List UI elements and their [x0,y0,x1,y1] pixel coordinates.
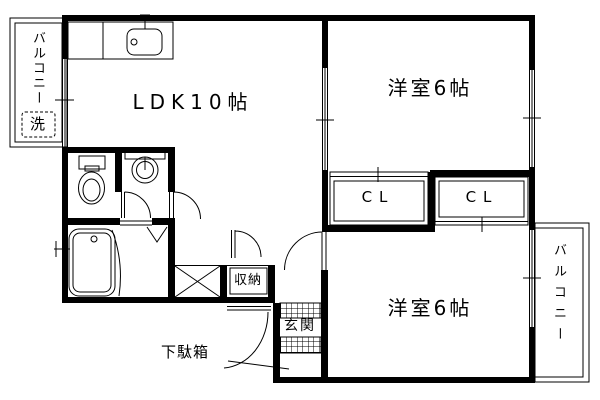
closet-top-box [329,171,429,226]
washer-space-icon [21,111,56,138]
faucet-icon [140,14,150,29]
label-shoe-cabinet: 下駄箱 [161,343,210,361]
toilet-icon [78,155,106,205]
label-balcony-right: バルコニー [551,243,566,348]
balcony-right-inner [534,227,584,378]
room-label-ldk: LDK10帖 [132,90,254,114]
label-entrance: 玄関 [284,318,316,334]
room-label-bedroom-top: 洋室6帖 [387,76,473,100]
storage-door-arc [231,230,262,258]
shoe-cabinet-leader-line [227,360,290,370]
toilet-door-arc [121,191,151,219]
label-closet-bottom: CL [465,188,499,206]
bedroom-bottom-door-arc [284,231,327,271]
label-storage: 収納 [233,273,262,288]
closet-bottom-box [434,176,529,226]
balcony-left-outline [9,17,68,148]
kitchen-counter-icon [67,14,174,60]
kitchen-sink-icon [126,28,163,56]
storage-box [227,265,268,295]
bedroom-top-right-window-icon [523,70,541,167]
balcony-outlines [9,17,590,383]
label-closet-top: CL [361,188,395,206]
bathroom-window-icon [54,241,70,257]
label-washer: 洗 [30,115,46,133]
ldk-balcony-window-icon [55,57,74,147]
washbasin-icon [124,149,166,184]
front-door-arc [223,306,271,369]
walls [62,15,535,383]
bedroom-bottom-window-icon [523,230,541,327]
washroom-door-arc [169,191,201,220]
bathroom-folding-door-icon [120,220,168,243]
room-label-bedroom-bottom: 洋室6帖 [387,296,473,320]
label-balcony-left: バルコニー [30,31,45,106]
bathtub-icon [68,228,121,297]
balcony-left-inner [14,22,63,143]
pipe-space-icon [174,265,221,298]
door-symbols [120,191,327,369]
bedroom-top-left-window-icon [316,68,334,170]
entrance-tile [279,302,322,354]
